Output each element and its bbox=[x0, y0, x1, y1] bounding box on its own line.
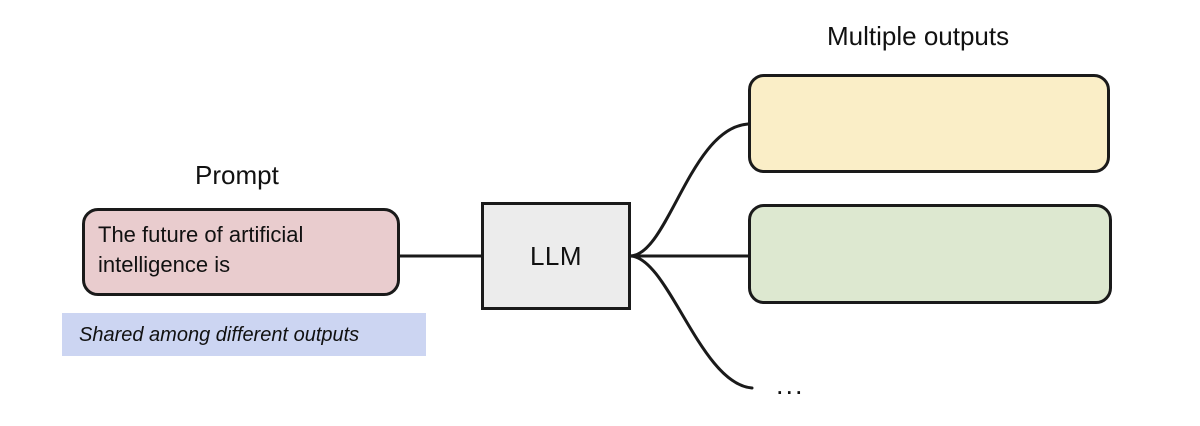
llm-box[interactable]: LLM bbox=[481, 202, 631, 310]
prompt-caption: Prompt bbox=[195, 160, 279, 190]
prompt-text: The future of artificial intelligence is bbox=[98, 222, 304, 277]
prompt-box[interactable]: The future of artificial intelligence is bbox=[82, 208, 400, 296]
connector-llm-to-ellipsis bbox=[628, 254, 754, 390]
output-box-2[interactable] bbox=[748, 204, 1112, 304]
connector-llm-to-output-1 bbox=[628, 122, 750, 258]
output-ellipsis: ... bbox=[776, 370, 805, 400]
outputs-caption: Multiple outputs bbox=[827, 21, 1010, 51]
llm-label: LLM bbox=[529, 241, 583, 271]
output-box-1[interactable] bbox=[748, 74, 1110, 173]
shared-note-text: Shared among different outputs bbox=[79, 323, 360, 346]
shared-note-highlight: Shared among different outputs bbox=[62, 313, 426, 356]
